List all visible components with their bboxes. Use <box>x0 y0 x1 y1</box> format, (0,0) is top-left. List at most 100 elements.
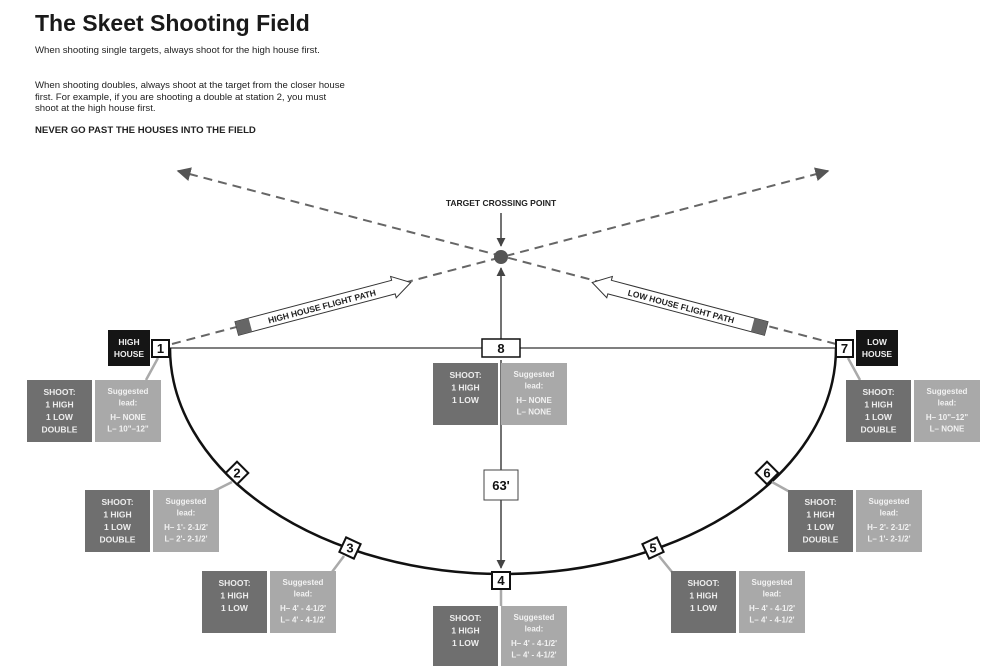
lead-line: Suggested <box>283 578 324 587</box>
lead-line: L– NONE <box>930 425 965 434</box>
shoot-line: DOUBLE <box>42 425 78 435</box>
shoot-line: 1 HIGH <box>689 591 717 601</box>
station-marker-4: 4 <box>491 571 511 590</box>
shoot-box <box>788 490 853 552</box>
high-house: HIGH HOUSE <box>108 330 150 366</box>
svg-text:8: 8 <box>497 341 504 356</box>
lead-box <box>914 380 980 442</box>
lead-line: lead: <box>525 382 544 391</box>
svg-text:6: 6 <box>763 466 770 481</box>
station-info-5: SHOOT: Suggested 1 HIGH lead: 1 LOW H– 4' - 4… <box>671 571 805 633</box>
shoot-line: SHOOT: <box>101 497 133 507</box>
lead-line: lead: <box>294 590 313 599</box>
station-marker-7: 7 <box>835 339 854 358</box>
lead-line: L– 10"–12" <box>107 425 149 434</box>
lead-line: Suggested <box>166 497 207 506</box>
lead-line: H– 4' - 4-1/2' <box>749 604 795 613</box>
lead-line: lead: <box>938 399 957 408</box>
lead-box <box>153 490 219 552</box>
lead-line: lead: <box>763 590 782 599</box>
svg-text:2: 2 <box>233 466 240 481</box>
station-marker-6: 6 <box>754 460 780 486</box>
shoot-line: 1 HIGH <box>45 400 73 410</box>
svg-text:7: 7 <box>841 341 848 356</box>
lead-line: Suggested <box>869 497 910 506</box>
lead-box <box>270 571 336 633</box>
station-marker-5: 5 <box>641 536 665 560</box>
lead-box <box>501 606 567 666</box>
lead-line: Suggested <box>108 387 149 396</box>
shoot-line: DOUBLE <box>100 535 136 545</box>
shoot-line: SHOOT: <box>687 578 719 588</box>
shoot-box <box>846 380 911 442</box>
shoot-line: 1 LOW <box>221 603 249 613</box>
shoot-line: 1 LOW <box>690 603 718 613</box>
svg-text:LOW HOUSE FLIGHT PATH: LOW HOUSE FLIGHT PATH <box>627 288 736 326</box>
shoot-line: SHOOT: <box>862 387 894 397</box>
shoot-line: 1 LOW <box>46 412 74 422</box>
svg-text:5: 5 <box>649 541 656 556</box>
station-marker-3: 3 <box>338 536 362 560</box>
shoot-line: SHOOT: <box>804 497 836 507</box>
lead-line: H– 4' - 4-1/2' <box>511 639 557 648</box>
shoot-line: SHOOT: <box>43 387 75 397</box>
shoot-line: DOUBLE <box>861 425 897 435</box>
svg-text:HOUSE: HOUSE <box>862 349 893 359</box>
lead-line: H– 10"–12" <box>926 413 968 422</box>
singles-rule: When shooting single targets, always sho… <box>35 45 320 56</box>
target-crossing-point <box>494 250 508 264</box>
shoot-line: 1 HIGH <box>103 510 131 520</box>
lead-line: L– 1'- 2-1/2' <box>868 535 911 544</box>
svg-text:LOW: LOW <box>867 337 888 347</box>
shoot-box <box>433 363 498 425</box>
svg-text:HIGH HOUSE FLIGHT PATH: HIGH HOUSE FLIGHT PATH <box>267 287 377 325</box>
shoot-line: 1 LOW <box>452 638 480 648</box>
lead-line: Suggested <box>752 578 793 587</box>
lead-line: lead: <box>177 509 196 518</box>
lead-line: L– NONE <box>517 408 552 417</box>
lead-line: H– NONE <box>110 413 146 422</box>
lead-line: H– NONE <box>516 396 552 405</box>
lead-line: H– 4' - 4-1/2' <box>280 604 326 613</box>
lead-box <box>501 363 567 425</box>
shoot-line: DOUBLE <box>803 535 839 545</box>
shoot-box <box>433 606 498 666</box>
svg-text:4: 4 <box>497 573 505 588</box>
lead-box <box>856 490 922 552</box>
lead-box <box>95 380 161 442</box>
shoot-line: 1 HIGH <box>806 510 834 520</box>
lead-line: Suggested <box>514 370 555 379</box>
shoot-box <box>671 571 736 633</box>
svg-text:3: 3 <box>346 541 353 556</box>
station-marker-2: 2 <box>224 460 250 486</box>
doubles-rule: When shooting doubles, always shoot at t… <box>35 80 345 114</box>
shoot-line: 1 LOW <box>104 522 132 532</box>
low-house: LOW HOUSE <box>856 330 898 366</box>
shoot-line: SHOOT: <box>449 370 481 380</box>
station-info-3: SHOOT: Suggested 1 HIGH lead: 1 LOW H– 4' - 4… <box>202 571 336 633</box>
shoot-line: 1 LOW <box>865 412 893 422</box>
lead-line: H– 2'- 2-1/2' <box>867 523 911 532</box>
safety-warning: NEVER GO PAST THE HOUSES INTO THE FIELD <box>35 125 256 136</box>
page-title: The Skeet Shooting Field <box>35 10 310 36</box>
shoot-line: 1 LOW <box>452 395 480 405</box>
shoot-box <box>27 380 92 442</box>
shoot-line: SHOOT: <box>218 578 250 588</box>
distance-label: 63' <box>492 478 510 493</box>
lead-line: L– 2'- 2-1/2' <box>165 535 208 544</box>
station-marker-8: 8 <box>481 338 521 358</box>
crossing-label: TARGET CROSSING POINT <box>446 198 557 208</box>
shoot-line: 1 HIGH <box>864 400 892 410</box>
lead-line: L– 4' - 4-1/2' <box>749 616 794 625</box>
shoot-line: 1 HIGH <box>220 591 248 601</box>
lead-line: Suggested <box>514 613 555 622</box>
shoot-box <box>85 490 150 552</box>
station-marker-1: 1 <box>151 339 170 358</box>
lead-line: L– 4' - 4-1/2' <box>280 616 325 625</box>
